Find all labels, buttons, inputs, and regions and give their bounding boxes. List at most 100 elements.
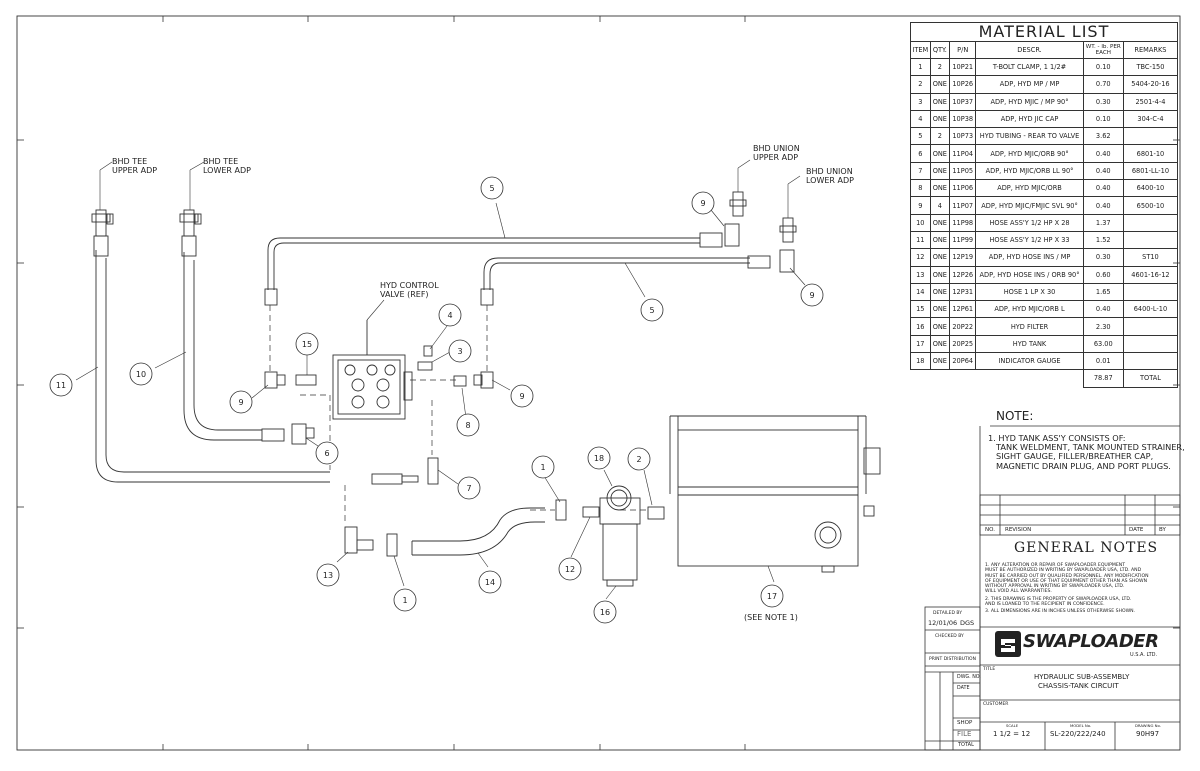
note-body: 1. HYD TANK ASS'Y CONSISTS OF: TANK WELD…: [988, 433, 1185, 471]
general-note-line: 3. ALL DIMENSIONS ARE IN INCHES UNLESS O…: [985, 609, 1136, 615]
cell-qty: 2: [929, 127, 951, 146]
scale-label: SCALE: [1006, 723, 1019, 728]
general-note-line: AND IS LOANED TO THE RECIPIENT IN CONFID…: [985, 601, 1105, 607]
fitting-6: [291, 423, 315, 445]
model-label: MODEL No.: [1070, 723, 1092, 728]
swaploader-logo-sub: U.S.A. LTD.: [1130, 652, 1158, 658]
balloon-9: 9: [519, 392, 524, 401]
cell-remarks: [1122, 127, 1179, 146]
filter-assembly: [582, 485, 641, 587]
callout-bhd-tee-lower: BHD TEE LOWER ADP: [203, 157, 251, 176]
cell-weight: 0.30: [1082, 92, 1124, 111]
cell-qty: ONE: [929, 352, 951, 371]
detailed-by-label: DETAILED BY: [933, 611, 962, 616]
drawing-value: 90H97: [1136, 730, 1160, 738]
rev-no-label: NO.: [985, 527, 995, 533]
general-note-line: OF EQUIPMENT OR USE OF THAT EQUIPMENT OT…: [985, 578, 1148, 584]
cell-descr: HYD TUBING - REAR TO VALVE: [975, 127, 1084, 146]
callout-hyd-control-valve: HYD CONTROL VALVE (REF): [380, 281, 439, 300]
cell-weight: 2.30: [1082, 317, 1124, 336]
balloon-12: 12: [565, 565, 575, 574]
balloon-18: 18: [594, 454, 604, 463]
cell-item: 3: [910, 92, 931, 111]
callout-line: HYD CONTROL: [380, 281, 439, 290]
cell-descr: ADP, HYD HOSE INS / ORB 90°: [975, 265, 1084, 284]
cell-pn: 11P04: [949, 144, 977, 163]
rev-date-label: DATE: [1129, 527, 1144, 533]
note-line: SIGHT GAUGE, FILLER/BREATHER CAP,: [996, 451, 1154, 462]
hydraulic-tank: [669, 415, 881, 573]
cell-weight: 3.62: [1082, 127, 1124, 146]
cell-qty: ONE: [929, 109, 951, 129]
cell-qty: ONE: [929, 334, 951, 354]
cell-pn: 20P25: [949, 334, 977, 354]
detailed-initials: DGS: [960, 619, 975, 627]
fitting-15: [295, 374, 317, 386]
leader-lines: [75, 202, 806, 600]
cell-weight: 1.65: [1082, 282, 1124, 302]
hose-14: [411, 507, 545, 556]
cell-pn: 12P19: [949, 248, 977, 267]
callout-line: UPPER ADP: [112, 165, 158, 175]
cell-descr: T-BOLT CLAMP, 1 1/2#: [975, 57, 1084, 77]
cell-pn: 20P64: [949, 352, 977, 371]
material-list-title: MATERIAL LIST: [910, 22, 1178, 42]
cell-pn: 12P26: [949, 265, 977, 284]
cell-qty: 4: [929, 196, 951, 215]
cell-pn: 10P37: [949, 92, 977, 111]
cell-pn: 12P31: [949, 282, 977, 302]
fitting-2: [647, 506, 665, 520]
cell-weight: 0.60: [1082, 265, 1124, 284]
note-line: TANK WELDMENT, TANK MOUNTED STRAINER,: [996, 442, 1185, 453]
callout-bhd-tee-upper: BHD TEE UPPER ADP: [112, 157, 158, 176]
cell-qty: ONE: [929, 213, 951, 232]
col-remarks: REMARKS: [1122, 41, 1179, 59]
cell-pn: 10P21: [949, 57, 977, 77]
cell-descr: ADP, HYD HOSE INS / MP: [975, 248, 1084, 267]
cell-remarks: [1122, 334, 1179, 354]
general-note-line: 1. ANY ALTERATION OR REPAIR OF SWAPLOADE…: [985, 563, 1126, 568]
cell-remarks: 2501-4-4: [1122, 92, 1179, 111]
total-weight: 78.87: [1082, 369, 1124, 388]
balloon-11: 11: [56, 381, 66, 390]
cell-remarks: 304-C-4: [1122, 109, 1179, 129]
bhd-tee-upper: [91, 209, 114, 237]
col-qty: QTY.: [929, 41, 951, 59]
cell-remarks: 6400-10: [1122, 179, 1179, 198]
total-label: TOTAL: [958, 742, 974, 748]
cell-weight: 0.10: [1082, 109, 1124, 129]
cell-item: 14: [910, 282, 931, 302]
note-heading: NOTE:: [996, 409, 1034, 423]
cell-item: 4: [910, 109, 931, 129]
general-note-line: WILL VOID ALL WARRANTIES.: [985, 589, 1052, 595]
see-note-label: (SEE NOTE 1): [744, 613, 798, 622]
swaploader-logo-mark: [995, 631, 1021, 657]
cell-qty: ONE: [929, 75, 951, 94]
cell-descr: ADP, HYD MJIC/ORB: [975, 179, 1084, 198]
bhd-union-upper: [724, 191, 747, 247]
cell-remarks: [1122, 282, 1179, 302]
cell-descr: HOSE ASS'Y 1/2 HP X 28: [975, 213, 1084, 232]
general-note-line: MUST BE AUTHORIZED IN WRITING BY SWAPLOA…: [985, 568, 1142, 574]
cell-item: 2: [910, 75, 931, 94]
bhd-union-lower: [779, 217, 797, 273]
dwg-no-label: DWG. NO.: [957, 675, 981, 680]
cell-weight: 1.52: [1082, 230, 1124, 250]
callout-line: BHD UNION: [806, 167, 853, 176]
cell-qty: ONE: [929, 265, 951, 284]
cell-descr: INDICATOR GAUGE: [975, 352, 1084, 371]
callout-line: BHD TEE: [112, 157, 148, 166]
balloon-4: 4: [447, 311, 452, 320]
